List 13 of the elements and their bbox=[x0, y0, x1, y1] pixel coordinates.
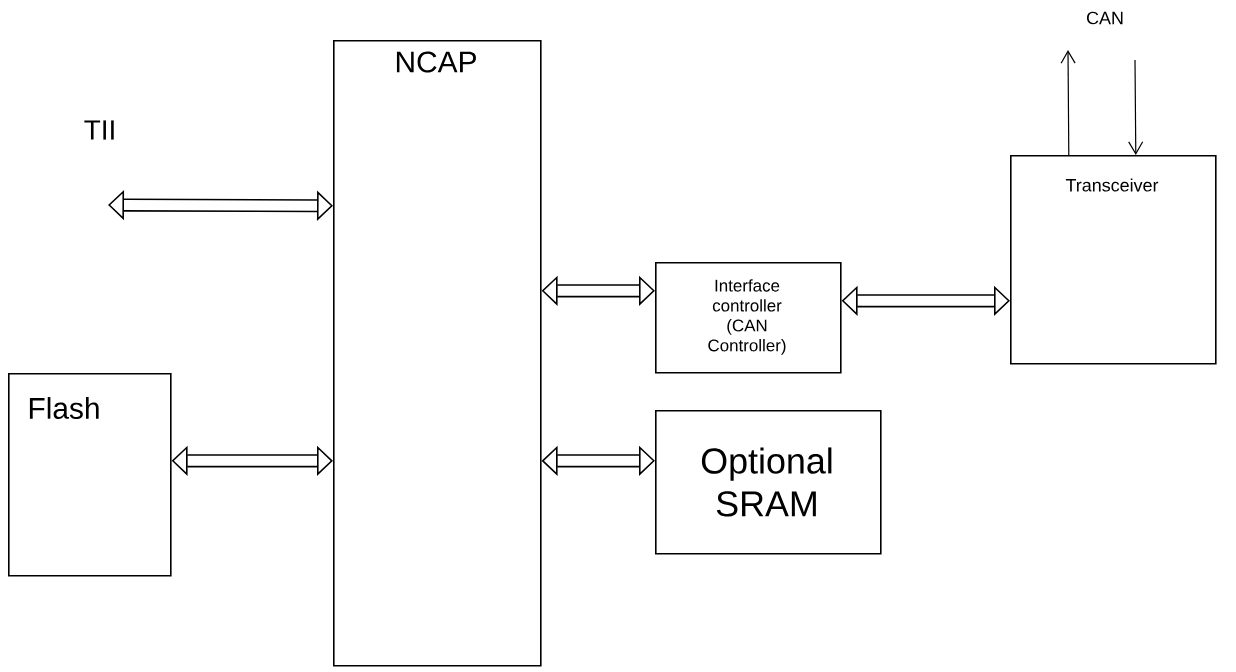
double-arrow bbox=[171, 445, 333, 476]
signal-label: TII bbox=[84, 120, 114, 140]
double-arrow bbox=[541, 445, 655, 476]
arrow bbox=[1128, 59, 1144, 155]
double-arrow bbox=[841, 285, 1010, 316]
block-box: Flash bbox=[8, 373, 172, 577]
signal-label: CAN bbox=[1087, 11, 1123, 25]
double-arrow bbox=[541, 275, 655, 306]
arrow bbox=[1060, 50, 1076, 156]
block-box: Transceiver bbox=[1010, 155, 1217, 365]
block-box: Optional SRAM bbox=[655, 410, 882, 555]
block-box: Interface controller (CAN Controller) bbox=[655, 262, 842, 374]
block-box: NCAP bbox=[333, 40, 542, 667]
